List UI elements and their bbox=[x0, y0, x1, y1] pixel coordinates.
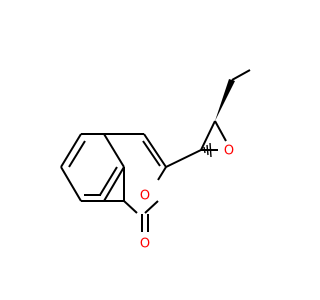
bond bbox=[60, 166, 82, 202]
bond bbox=[123, 200, 138, 214]
hashed-wedge-bond bbox=[201, 142, 212, 158]
wedge-bond bbox=[215, 79, 235, 121]
bond bbox=[143, 133, 167, 168]
bond bbox=[200, 120, 216, 151]
bond-double-inner bbox=[68, 140, 86, 168]
bond-double-inner bbox=[99, 166, 118, 196]
bond-double-inner bbox=[142, 140, 161, 167]
atom-label-o-epoxide: O bbox=[224, 144, 234, 159]
bonds bbox=[60, 69, 251, 232]
bond bbox=[103, 166, 125, 202]
bond bbox=[144, 200, 159, 214]
atom-label-o-ring: O bbox=[140, 189, 150, 204]
bond bbox=[214, 120, 227, 142]
bond bbox=[60, 133, 82, 168]
bond bbox=[157, 166, 167, 181]
bond bbox=[165, 149, 202, 168]
atom-label-o-carbonyl: O bbox=[140, 237, 150, 252]
bond bbox=[231, 69, 251, 81]
bond bbox=[103, 133, 125, 168]
molecule-structure: O O O bbox=[60, 69, 251, 252]
